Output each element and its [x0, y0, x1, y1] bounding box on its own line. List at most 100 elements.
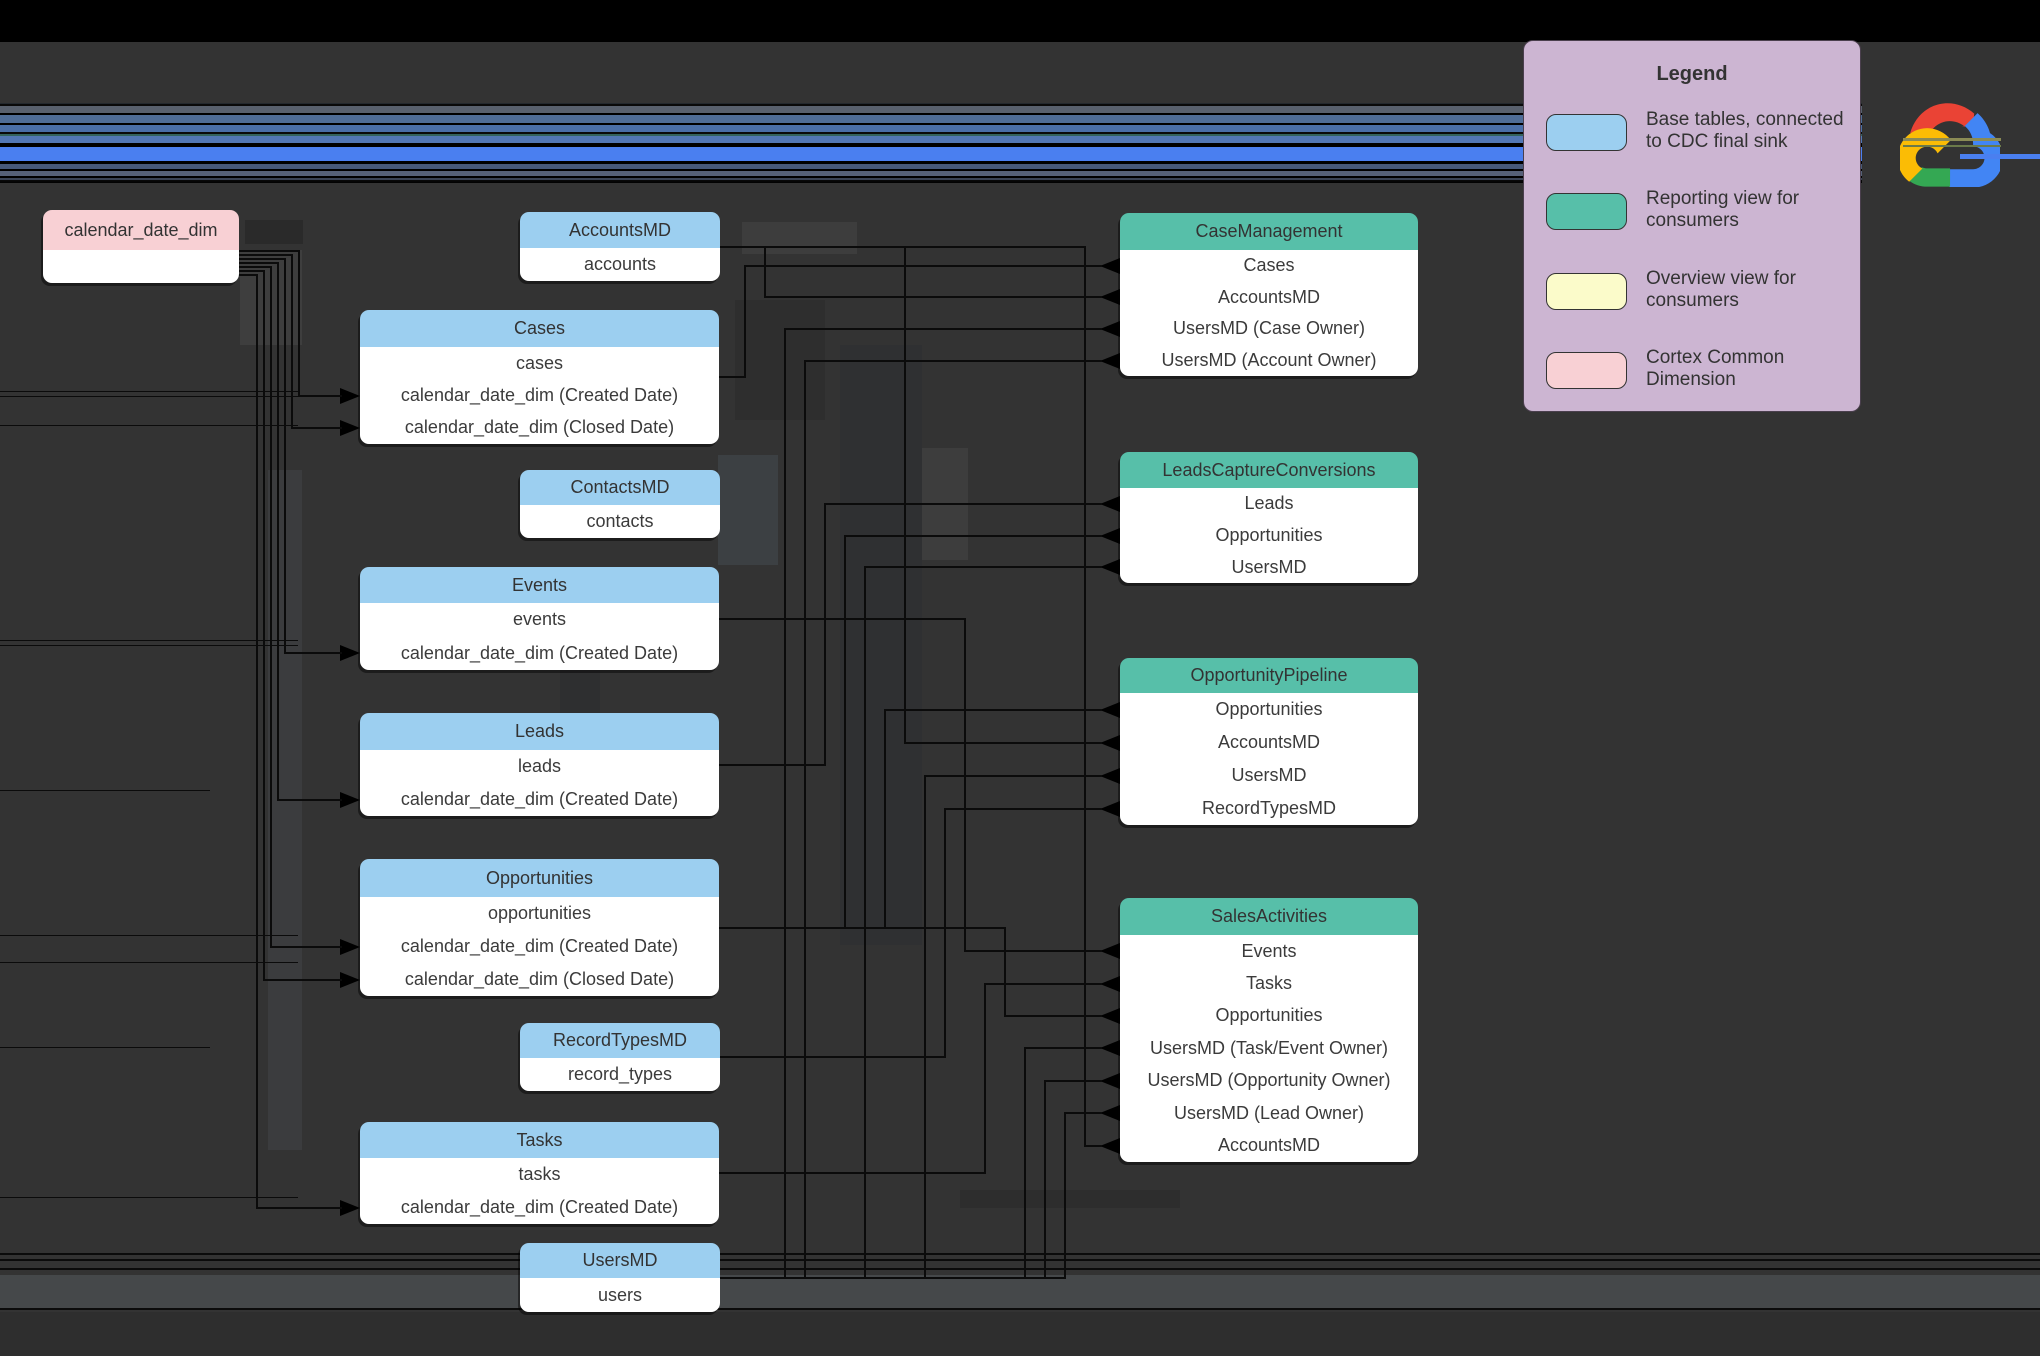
table-row: AccountsMD	[1120, 281, 1418, 314]
table-header-Leads: Leads	[360, 713, 719, 750]
connector-segment	[824, 503, 826, 765]
table-row: AccountsMD	[1120, 726, 1418, 759]
connector-segment	[717, 926, 1006, 929]
connector-segment	[0, 1308, 2040, 1310]
connector-segment	[984, 982, 1102, 985]
arrowhead-right	[340, 971, 360, 988]
connector-segment	[277, 262, 279, 800]
table-row: record_types	[520, 1058, 720, 1091]
connector-segment	[884, 708, 1102, 711]
connector-segment	[924, 775, 926, 1278]
connector-segment	[804, 360, 806, 1278]
connector-segment	[884, 709, 886, 928]
connector-segment	[1064, 1112, 1102, 1115]
connector-segment	[718, 245, 1086, 248]
artifact-rect	[0, 1275, 2040, 1308]
arrowhead-left	[1100, 734, 1120, 751]
table-header-RecordTypesMD: RecordTypesMD	[520, 1023, 720, 1058]
arrowhead-left	[1100, 975, 1120, 992]
connector-segment	[824, 502, 1102, 505]
arrowhead-left	[1100, 1008, 1120, 1024]
arrowhead-right	[340, 645, 360, 662]
table-row: calendar_date_dim (Created Date)	[360, 930, 719, 963]
arrowhead-left	[1100, 321, 1120, 337]
connector-segment	[298, 250, 300, 396]
connector-segment	[764, 296, 1102, 299]
connector-segment	[237, 258, 286, 260]
connector-segment	[924, 774, 1102, 777]
table-row: UsersMD (Case Owner)	[1120, 313, 1418, 345]
connector-segment	[718, 1276, 1066, 1279]
artifact-rect	[742, 222, 857, 254]
connector-segment	[298, 394, 342, 397]
connector-segment	[270, 266, 272, 947]
connector-segment	[717, 1172, 986, 1174]
table-row: Leads	[1120, 488, 1418, 520]
connector-segment	[717, 763, 826, 766]
connector-segment	[744, 265, 746, 378]
arrowhead-left	[1100, 352, 1120, 369]
table-row: UsersMD (Opportunity Owner)	[1120, 1064, 1418, 1097]
connector-segment	[0, 790, 210, 791]
arrowhead-left	[1100, 767, 1120, 784]
logo-streak-artifact	[1903, 138, 2001, 141]
legend-panel: Legend Base tables, connected to CDC fin…	[1523, 40, 1861, 412]
connector-segment	[717, 376, 746, 379]
connector-segment	[1004, 1015, 1102, 1017]
table-row: Opportunities	[1120, 519, 1418, 552]
connector-segment	[291, 427, 342, 429]
connector-segment	[256, 274, 258, 1208]
connector-segment	[0, 396, 298, 397]
connector-segment	[864, 567, 866, 1278]
arrowhead-left	[1100, 1072, 1120, 1089]
table-row: Tasks	[1120, 967, 1418, 1000]
connector-segment	[984, 983, 986, 1173]
connector-segment	[1064, 1113, 1066, 1278]
connector-segment	[284, 652, 342, 655]
table-header-Opportunities: Opportunities	[360, 859, 719, 897]
table-row: AccountsMD	[1120, 1129, 1418, 1162]
logo-streak-artifact	[1960, 154, 2040, 159]
legend-swatch	[1546, 272, 1627, 310]
logo-streak-artifact	[1903, 145, 2001, 147]
connector-segment	[1084, 246, 1086, 1146]
arrowhead-left	[1100, 800, 1120, 817]
connector-segment	[1084, 1144, 1102, 1147]
top-black-band	[0, 0, 2040, 42]
connector-segment	[256, 1206, 342, 1209]
table-row: cases	[360, 347, 719, 380]
arrowhead-left	[1100, 495, 1120, 512]
artifact-rect	[840, 345, 922, 945]
connector-segment	[964, 618, 966, 952]
table-row: UsersMD	[1120, 551, 1418, 584]
table-row: opportunities	[360, 897, 719, 930]
connector-segment	[237, 262, 279, 264]
table-row: calendar_date_dim (Created Date)	[360, 1191, 719, 1224]
table-header-LeadsCaptureConversions: LeadsCaptureConversions	[1120, 452, 1418, 488]
legend-swatch	[1546, 193, 1627, 231]
connector-segment	[0, 425, 298, 426]
table-row: users	[520, 1278, 720, 1312]
google-cloud-logo-icon	[1900, 103, 2000, 187]
connector-segment	[1024, 1048, 1026, 1278]
table-header-SalesActivities: SalesActivities	[1120, 898, 1418, 935]
table-row: leads	[360, 750, 719, 783]
table-row: calendar_date_dim (Created Date)	[360, 379, 719, 412]
connector-segment	[1044, 1079, 1102, 1082]
connector-segment	[744, 264, 1102, 267]
arrowhead-right	[340, 938, 360, 955]
table-row	[43, 250, 239, 283]
connector-segment	[717, 617, 966, 620]
arrowhead-right	[340, 420, 360, 436]
connector-segment	[0, 1253, 2040, 1255]
connector-segment	[0, 1259, 2040, 1261]
connector-segment	[0, 645, 298, 646]
